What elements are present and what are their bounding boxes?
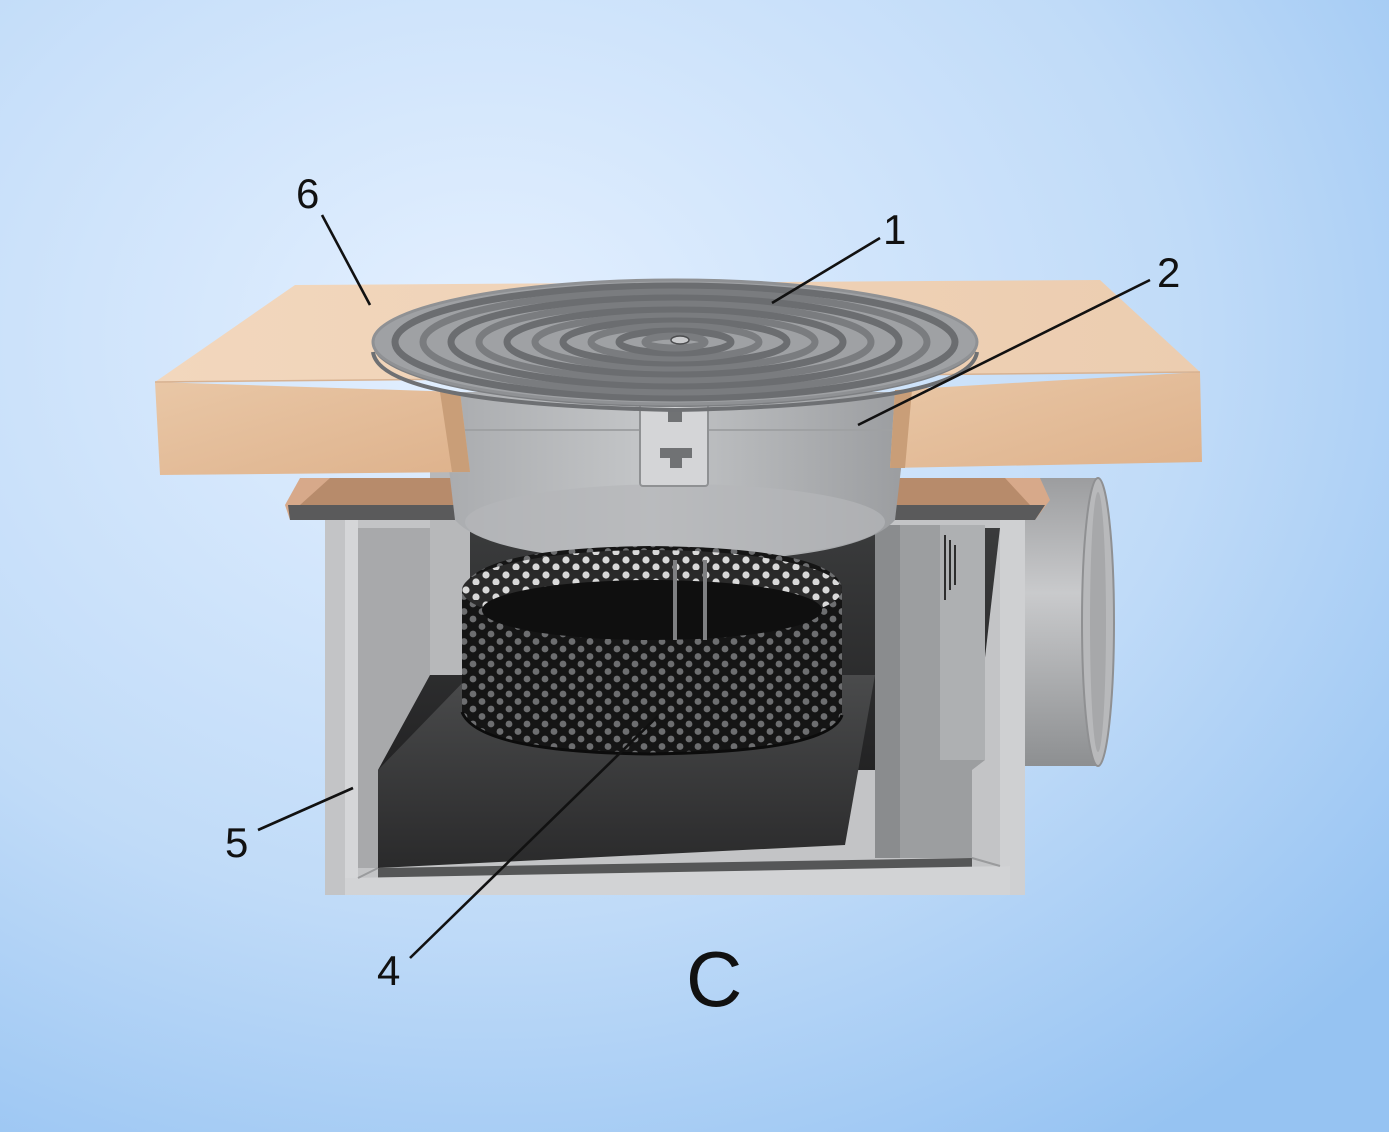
callout-label-6: 6 xyxy=(296,170,319,217)
strainer-basket xyxy=(460,546,844,756)
callout-label-5: 5 xyxy=(225,819,248,866)
leader-line-4 xyxy=(409,715,659,959)
leader-line-2 xyxy=(857,278,1151,427)
callout-label-4: 4 xyxy=(377,947,400,994)
leader-line-1 xyxy=(771,236,881,305)
wall-markings xyxy=(944,535,956,600)
round-grille xyxy=(371,278,979,413)
leader-line-6 xyxy=(320,214,372,306)
leader-lines xyxy=(257,214,1151,959)
collar xyxy=(440,392,910,562)
figure-letter: C xyxy=(686,935,742,1023)
callout-label-2: 2 xyxy=(1157,249,1180,296)
outlet-pipe xyxy=(1015,477,1115,767)
callout-label-1: 1 xyxy=(883,206,906,253)
clip-bracket xyxy=(639,403,709,487)
leader-line-5 xyxy=(257,786,354,832)
